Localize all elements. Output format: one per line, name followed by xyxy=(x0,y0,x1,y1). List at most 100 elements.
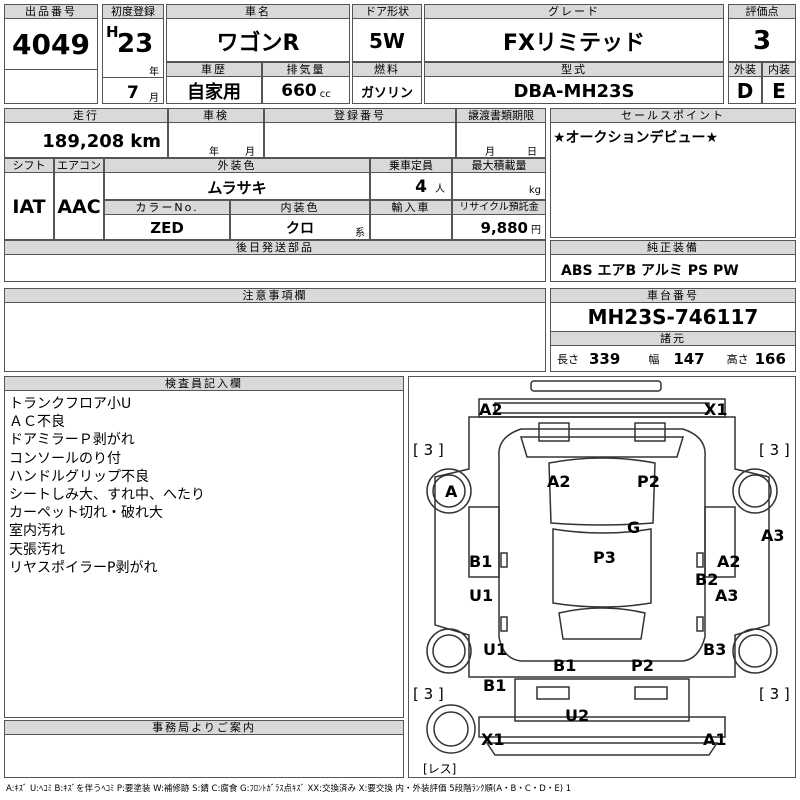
mileage-unit: km xyxy=(130,130,161,152)
grade: FXリミテッド xyxy=(503,31,645,56)
ext-color: ムラサキ xyxy=(207,178,267,197)
displacement-unit: cc xyxy=(319,88,331,100)
inspection-month-unit: 月 xyxy=(245,147,255,158)
int-color: クロ xyxy=(286,221,314,237)
import-label: 輸入車 xyxy=(371,201,451,215)
lot-number: 4049 xyxy=(12,27,90,61)
transfer-month-unit: 月 xyxy=(485,147,495,158)
import-box: 輸入車 xyxy=(370,200,452,240)
later-parts-label: 後日発送部品 xyxy=(5,241,545,255)
exterior-grade: D xyxy=(736,79,754,103)
spare-tire-label: [レス] xyxy=(423,762,456,776)
ext-color-label: 外装色 xyxy=(105,159,369,173)
shift-label: シフト xyxy=(5,159,53,173)
score-label: 評価点 xyxy=(729,5,795,19)
reg-no-label: 登録番号 xyxy=(265,109,455,123)
color-no: ZED xyxy=(150,219,184,237)
inspection-year-unit: 年 xyxy=(209,147,219,158)
recycle-box: リサイクル預託金 9,880 円 xyxy=(452,200,546,240)
damage-label: A3 xyxy=(761,526,785,545)
score-box: 評価点 3 xyxy=(728,4,796,62)
chassis-box: 車台番号 MH23S-746117 諸元 長さ 339 幅 147 高さ 166 xyxy=(550,288,796,372)
chassis-number: MH23S-746117 xyxy=(551,303,795,332)
damage-label: A2 xyxy=(717,552,741,571)
notes-box: 注意事項欄 xyxy=(4,288,546,372)
height: 166 xyxy=(754,350,786,368)
width-label: 幅 xyxy=(648,353,660,366)
inspector-note: カーペット切れ・破れ大 xyxy=(9,505,163,522)
office-label: 事務局よりご案内 xyxy=(5,721,403,735)
equipment-box: 純正装備 ABS エアB アルミ PS PW xyxy=(550,240,796,282)
fuel: ガソリン xyxy=(360,85,413,101)
interior-grade: E xyxy=(772,79,786,103)
first-reg-era: H xyxy=(106,23,119,41)
displacement: 660 xyxy=(281,81,317,101)
transfer-day-unit: 日 xyxy=(527,147,537,158)
capacity-unit: 人 xyxy=(435,183,445,195)
first-reg-label: 初度登録 xyxy=(103,5,163,19)
fuel-label: 燃料 xyxy=(353,63,421,77)
max-load-label: 最大積載量 xyxy=(453,159,545,173)
notes-label: 注意事項欄 xyxy=(5,289,545,303)
ext-color-box: 外装色 ムラサキ xyxy=(104,158,370,200)
damage-label: B3 xyxy=(703,640,726,659)
length: 339 xyxy=(589,350,621,368)
aircon: AAC xyxy=(57,196,101,218)
length-label: 長さ xyxy=(557,353,579,366)
damage-label: B1 xyxy=(483,676,506,695)
car-diagram: A2 X1 A2 P2 A G A3 B1 P3 A2 B2 U1 A3 U1 … xyxy=(413,380,790,776)
equipment: ABS エアB アルミ PS PW xyxy=(561,263,739,279)
capacity-label: 乗車定員 xyxy=(371,159,451,173)
chassis-label: 車台番号 xyxy=(551,289,795,303)
door-label: ドア形状 xyxy=(353,5,421,19)
recycle: 9,880 xyxy=(480,219,528,237)
car-name: ワゴンR xyxy=(216,31,300,56)
reg-no-box: 登録番号 xyxy=(264,108,456,158)
inspection-label: 車検 xyxy=(169,109,263,123)
inspector-note: コンソールのり付 xyxy=(9,450,121,467)
mileage-box: 走行 189,208 km xyxy=(4,108,168,158)
int-color-label: 内装色 xyxy=(231,201,369,215)
width: 147 xyxy=(673,350,705,368)
damage-label: P2 xyxy=(637,472,660,491)
aircon-label: エアコン xyxy=(55,159,103,173)
int-color-unit: 系 xyxy=(355,228,365,239)
interior-label: 内装 xyxy=(763,63,795,77)
damage-label: A2 xyxy=(547,472,571,491)
legend: A:ｷｽﾞ U:ﾍｺﾐ B:ｷｽﾞを伴うﾍｺﾐ P:要塗装 W:補修跡 S:錆 … xyxy=(6,784,572,794)
exterior-label: 外装 xyxy=(729,63,761,77)
displacement-box: 排気量 660 cc xyxy=(262,62,350,104)
inspector-note: シートしみ大、すれ中、へたり xyxy=(9,487,205,504)
car-name-box: 車名 ワゴンR xyxy=(166,4,350,62)
office-box: 事務局よりご案内 xyxy=(4,720,404,778)
damage-label: B2 xyxy=(695,570,718,589)
sales-point-box: セールスポイント ★オークションデビュー★ xyxy=(550,108,796,238)
displacement-label: 排気量 xyxy=(263,63,349,77)
door-type: 5W xyxy=(369,29,405,53)
first-reg-year-unit: 年 xyxy=(149,67,159,78)
damage-label: P3 xyxy=(593,548,616,567)
inspector-note: 天張汚れ xyxy=(9,541,65,558)
inspector-notes: トランクフロア小U ＡＣ不良 ドアミラーＰ剥がれ コンソールのり付 ハンドルグリ… xyxy=(5,391,403,577)
damage-label: X1 xyxy=(704,400,727,419)
capacity: 4 xyxy=(415,177,427,197)
max-load-box: 最大積載量 kg xyxy=(452,158,546,200)
score: 3 xyxy=(752,26,772,56)
inspector-note: トランクフロア小U xyxy=(9,396,132,412)
first-reg-month-unit: 月 xyxy=(149,93,159,104)
capacity-box: 乗車定員 4 人 xyxy=(370,158,452,200)
history: 自家用 xyxy=(187,82,241,103)
damage-label: U2 xyxy=(565,706,589,725)
equipment-label: 純正装備 xyxy=(551,241,795,255)
grade-box: グレード FXリミテッド xyxy=(424,4,724,62)
damage-label: A2 xyxy=(479,400,503,419)
sales-point-label: セールスポイント xyxy=(551,109,795,123)
car-diagram-box: A2 X1 A2 P2 A G A3 B1 P3 A2 B2 U1 A3 U1 … xyxy=(408,376,796,778)
damage-label: G xyxy=(627,518,640,537)
first-reg-box: 初度登録 H 23 年 7 月 xyxy=(102,4,164,104)
sales-point: ★オークションデビュー★ xyxy=(553,130,719,146)
color-no-label: カラーNo. xyxy=(105,201,229,215)
recycle-unit: 円 xyxy=(531,224,541,236)
fuel-box: 燃料 ガソリン xyxy=(352,62,422,104)
damage-label: A3 xyxy=(715,586,739,605)
